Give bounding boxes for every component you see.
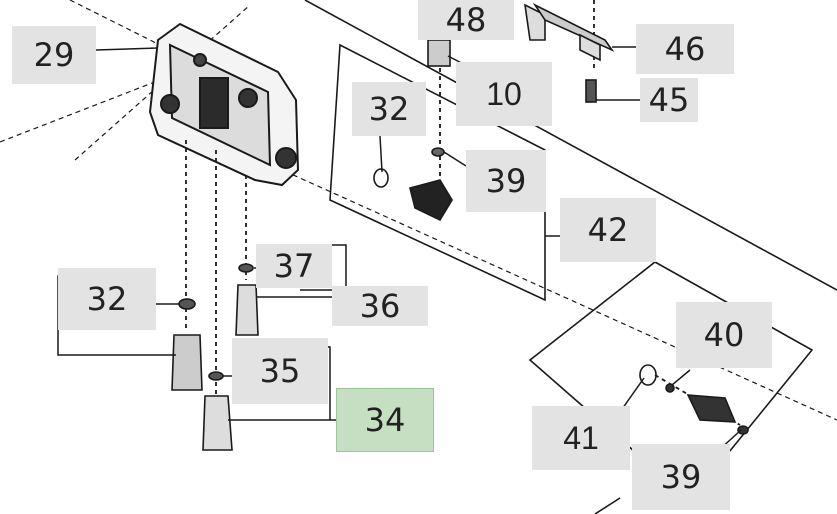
reference-lines [0, 0, 837, 421]
callout-39-bottom[interactable]: 39 [632, 444, 730, 510]
callout-29[interactable]: 29 [12, 26, 96, 84]
callout-48[interactable]: 48 [418, 0, 514, 40]
callout-34-selected[interactable]: 34 [336, 388, 434, 452]
callout-41[interactable]: 41 [532, 406, 630, 470]
callout-46[interactable]: 46 [636, 24, 734, 74]
assembly-outline [304, 0, 837, 514]
fitting-parts [171, 2, 749, 451]
callout-40[interactable]: 40 [676, 302, 772, 368]
callout-32-left[interactable]: 32 [58, 268, 156, 330]
callout-37[interactable]: 37 [256, 244, 332, 288]
callout-36[interactable]: 36 [332, 286, 428, 326]
callout-42[interactable]: 42 [560, 198, 656, 262]
callout-45[interactable]: 45 [640, 78, 698, 122]
callout-39-top[interactable]: 39 [466, 150, 546, 212]
callout-35[interactable]: 35 [232, 338, 328, 404]
callout-32-top[interactable]: 32 [352, 82, 426, 136]
callout-10[interactable]: 10 [456, 62, 552, 126]
housing-part [148, 22, 300, 187]
